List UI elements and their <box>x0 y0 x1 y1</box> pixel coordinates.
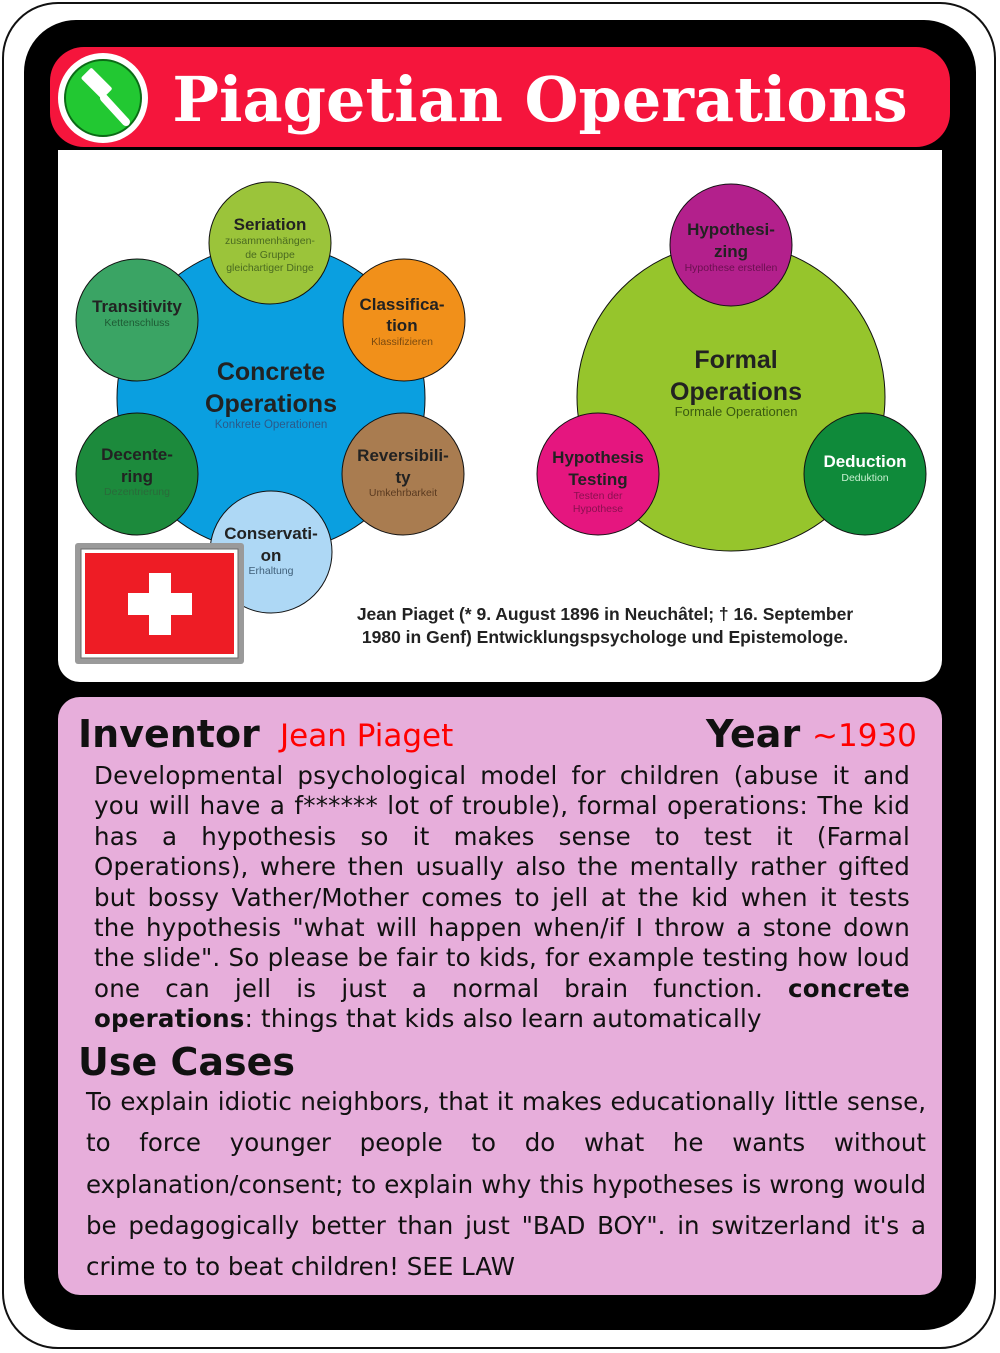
concrete-title-line1: Concrete <box>217 358 325 386</box>
concrete-subtitle: Konkrete Operationen <box>215 419 328 431</box>
node-reversibility: Reversibili- ty Umkehrbarkeit <box>341 412 465 536</box>
svg-text:ring: ring <box>121 467 153 486</box>
card-title: Piagetian Operations <box>172 63 908 136</box>
node-transitivity: Transitivity Kettenschluss <box>75 258 199 382</box>
formal-subtitle: Formale Operationen <box>675 404 798 419</box>
title-bar <box>50 47 950 147</box>
year-value: ~1930 <box>812 718 917 754</box>
text-panel <box>58 697 942 1295</box>
svg-text:zing: zing <box>714 242 748 261</box>
concrete-title-line2: Operations <box>205 390 337 418</box>
swiss-flag-icon <box>75 543 244 664</box>
svg-text:tion: tion <box>386 316 417 335</box>
node-seriation: Seriation zusammenhängen- de Gruppe glei… <box>208 181 332 305</box>
use-cases-text: To explain idiotic neighbors, that it ma… <box>86 1087 926 1282</box>
svg-text:Kettenschluss: Kettenschluss <box>104 317 169 329</box>
caption-line2: 1980 in Genf) Entwicklungspsychologe und… <box>361 627 849 647</box>
inventor-name: Jean Piaget <box>280 718 454 754</box>
hammer-badge <box>58 53 148 143</box>
node-hypothesizing: Hypothesi- zing Hypothese erstellen <box>669 183 793 307</box>
operations-diagram: Concrete Operations Konkrete Operationen… <box>75 181 927 664</box>
hammer-icon <box>81 68 130 126</box>
caption: Jean Piaget (* 9. August 1896 in Neuchât… <box>322 603 888 649</box>
node-deduction: Deduction Deduktion <box>803 412 927 536</box>
svg-text:on: on <box>261 546 282 565</box>
svg-text:Deduktion: Deduktion <box>841 472 888 484</box>
svg-text:Erhaltung: Erhaltung <box>249 565 294 577</box>
svg-text:Testing: Testing <box>568 470 627 489</box>
svg-text:Testen der: Testen der <box>573 490 623 502</box>
svg-text:Hypothese: Hypothese <box>573 503 623 515</box>
svg-text:zusammenhängen-: zusammenhängen- <box>225 235 315 247</box>
svg-text:ty: ty <box>395 468 411 487</box>
svg-text:Hypothese erstellen: Hypothese erstellen <box>685 262 778 274</box>
svg-text:Dezentrierung: Dezentrierung <box>104 486 170 498</box>
node-hypothesis-testing: Hypothesis Testing Testen der Hypothese <box>536 412 660 536</box>
svg-text:Umkehrbarkeit: Umkehrbarkeit <box>369 487 437 499</box>
svg-text:gleichartiger Dinge: gleichartiger Dinge <box>226 262 314 274</box>
svg-text:Deduction: Deduction <box>823 452 906 471</box>
inventor-label: Inventor <box>78 712 260 756</box>
year-label: Year <box>706 712 801 756</box>
node-decentering: Decente- ring Dezentrierung <box>75 412 199 536</box>
caption-line1: Jean Piaget (* 9. August 1896 in Neuchât… <box>356 604 854 624</box>
description: Developmental psychological model for ch… <box>94 761 910 1035</box>
formal-title-line2: Operations <box>670 378 802 406</box>
svg-text:Hypothesi-: Hypothesi- <box>687 220 775 239</box>
description-bold: concrete operations <box>94 973 910 1034</box>
svg-text:Reversibili-: Reversibili- <box>357 446 449 465</box>
use-cases-label: Use Cases <box>78 1040 296 1084</box>
svg-text:Seriation: Seriation <box>234 215 307 234</box>
description-text-end: : things that kids also learn automatica… <box>244 1004 762 1034</box>
svg-text:Classifica-: Classifica- <box>359 295 444 314</box>
description-text: Developmental psychological model for ch… <box>94 761 910 1003</box>
svg-text:Transitivity: Transitivity <box>92 297 182 316</box>
svg-text:Conservati-: Conservati- <box>224 524 318 543</box>
formal-title-line1: Formal <box>694 346 777 374</box>
svg-text:Hypothesis: Hypothesis <box>552 448 644 467</box>
svg-text:de Gruppe: de Gruppe <box>245 249 295 261</box>
svg-text:Decente-: Decente- <box>101 445 173 464</box>
svg-text:Klassifizieren: Klassifizieren <box>371 336 433 348</box>
node-classification: Classifica- tion Klassifizieren <box>342 258 466 382</box>
